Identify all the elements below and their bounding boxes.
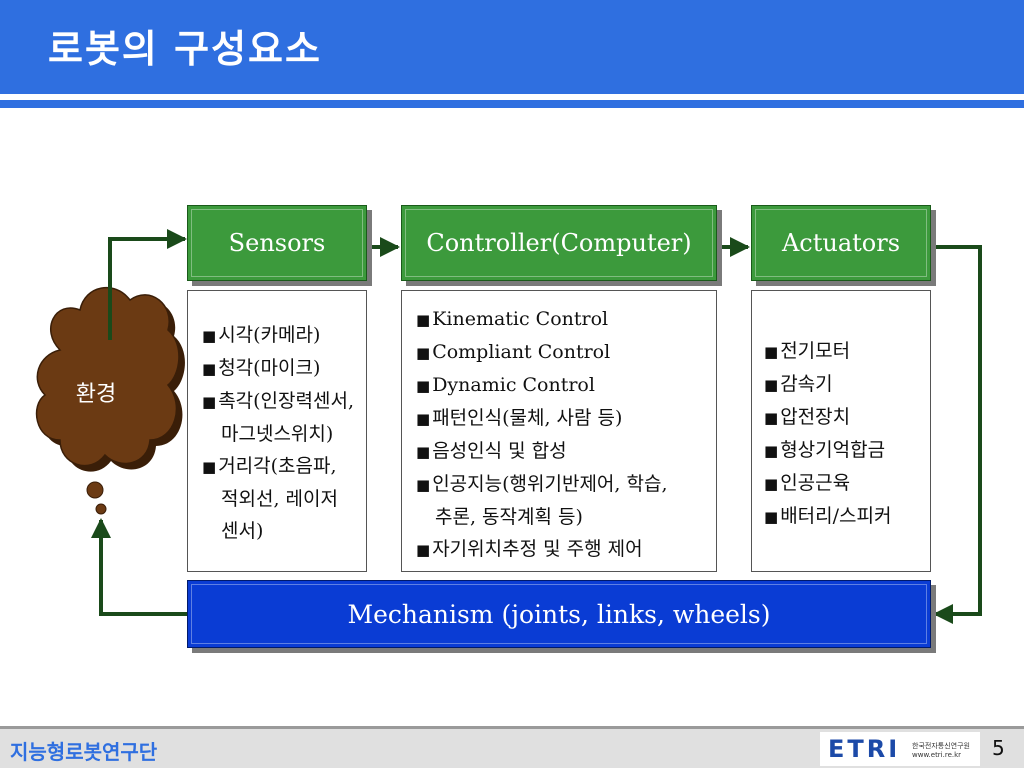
sensors-list: ■시각(카메라)■청각(마이크)■촉각(인장력센서,마그넷스위치)■거리각(초음…	[202, 319, 366, 547]
sensors-box: Sensors	[187, 205, 367, 281]
mechanism-label: Mechanism (joints, links, wheels)	[347, 599, 771, 629]
arrow-environment-to-sensors	[108, 229, 187, 340]
mechanism-box: Mechanism (joints, links, wheels)	[187, 580, 931, 648]
bullet-square-icon: ■	[764, 475, 779, 493]
list-item-text: 음성인식 및 합성	[432, 440, 567, 462]
list-item-text: 마그넷스위치)	[221, 423, 334, 445]
list-item-text: 전기모터	[780, 340, 851, 362]
header-divider-gap	[0, 94, 1024, 100]
list-item: ■자기위치추정 및 주행 제어	[416, 533, 716, 566]
list-item-text: 적외선, 레이저	[221, 488, 338, 510]
bullet-square-icon: ■	[764, 376, 779, 394]
list-item: ■감속기	[764, 368, 930, 401]
bullet-square-icon: ■	[416, 410, 431, 428]
list-item-text: 배터리/스피커	[780, 505, 892, 527]
list-item: ■촉각(인장력센서,	[202, 385, 366, 418]
bullet-square-icon: ■	[202, 458, 217, 476]
header-divider-line	[0, 100, 1024, 108]
sensors-label: Sensors	[228, 229, 326, 257]
controller-detail-box: ■Kinematic Control■Compliant Control■Dyn…	[401, 290, 717, 572]
list-item: ■인공지능(행위기반제어, 학습,	[416, 468, 716, 501]
list-item-text: 청각(마이크)	[218, 357, 321, 379]
controller-box: Controller(Computer)	[401, 205, 717, 281]
bullet-square-icon: ■	[416, 443, 431, 461]
list-item: ■배터리/스피커	[764, 500, 930, 533]
logo-subtitle: 한국전자통신연구원 www.etri.re.kr	[912, 742, 970, 760]
environment-cloud	[35, 286, 185, 515]
list-item-continuation: 센서)	[202, 515, 366, 547]
list-item-text: 패턴인식(물체, 사람 등)	[432, 407, 623, 429]
list-item: ■전기모터	[764, 335, 930, 368]
list-item-continuation: 적외선, 레이저	[202, 483, 366, 515]
etri-logo: ETRI 한국전자통신연구원 www.etri.re.kr	[820, 732, 980, 766]
list-item: ■패턴인식(물체, 사람 등)	[416, 402, 716, 435]
bullet-square-icon: ■	[416, 344, 431, 362]
list-item: ■형상기억합금	[764, 434, 930, 467]
logo-subtitle-line-1: 한국전자통신연구원	[912, 742, 970, 750]
list-item: ■거리각(초음파,	[202, 450, 366, 483]
list-item: ■음성인식 및 합성	[416, 435, 716, 468]
list-item-text: Compliant Control	[432, 341, 611, 363]
list-item-text: 거리각(초음파,	[218, 455, 337, 477]
actuators-box: Actuators	[751, 205, 931, 281]
list-item-text: Kinematic Control	[432, 308, 609, 330]
list-item-continuation: 마그넷스위치)	[202, 418, 366, 450]
list-item: ■청각(마이크)	[202, 352, 366, 385]
footer-org-name: 지능형로봇연구단	[10, 740, 158, 764]
controller-label: Controller(Computer)	[426, 229, 692, 257]
list-item-text: 자기위치추정 및 주행 제어	[432, 538, 643, 560]
list-item: ■Compliant Control	[416, 336, 716, 369]
bullet-square-icon: ■	[416, 476, 431, 494]
bullet-square-icon: ■	[764, 343, 779, 361]
list-item-text: 형상기억합금	[780, 439, 886, 461]
bullet-square-icon: ■	[202, 393, 217, 411]
list-item-continuation: 추론, 동작계획 등)	[416, 501, 716, 533]
bullet-square-icon: ■	[764, 442, 779, 460]
actuators-list: ■전기모터■감속기■압전장치■형상기억합금■인공근육■배터리/스피커	[764, 335, 930, 533]
list-item-text: 감속기	[780, 373, 833, 395]
bullet-square-icon: ■	[416, 311, 431, 329]
arrow-mechanism-to-environment	[91, 518, 187, 616]
list-item-text: 압전장치	[780, 406, 851, 428]
footer-divider	[0, 726, 1024, 729]
list-item: ■Dynamic Control	[416, 369, 716, 402]
list-item-text: 인공지능(행위기반제어, 학습,	[432, 473, 668, 495]
actuators-label: Actuators	[781, 229, 901, 257]
list-item-text: 시각(카메라)	[218, 324, 321, 346]
arrow-actuators-to-mechanism	[931, 245, 982, 624]
bullet-square-icon: ■	[202, 360, 217, 378]
list-item-text: 추론, 동작계획 등)	[435, 506, 583, 528]
list-item: ■압전장치	[764, 401, 930, 434]
controller-list: ■Kinematic Control■Compliant Control■Dyn…	[416, 303, 716, 566]
bullet-square-icon: ■	[202, 327, 217, 345]
list-item-text: Dynamic Control	[432, 374, 595, 396]
list-item-text: 인공근육	[780, 472, 851, 494]
list-item: ■Kinematic Control	[416, 303, 716, 336]
logo-subtitle-line-2: www.etri.re.kr	[912, 751, 962, 759]
list-item-text: 촉각(인장력센서,	[218, 390, 355, 412]
list-item-text: 센서)	[221, 520, 264, 542]
page-number: 5	[992, 736, 1005, 760]
actuators-detail-box: ■전기모터■감속기■압전장치■형상기억합금■인공근육■배터리/스피커	[751, 290, 931, 572]
bullet-square-icon: ■	[764, 409, 779, 427]
bullet-square-icon: ■	[416, 377, 431, 395]
header-bar	[0, 0, 1024, 94]
page-title: 로봇의 구성요소	[48, 27, 322, 71]
sensors-detail-box: ■시각(카메라)■청각(마이크)■촉각(인장력센서,마그넷스위치)■거리각(초음…	[187, 290, 367, 572]
list-item: ■인공근육	[764, 467, 930, 500]
environment-label: 환경	[75, 382, 117, 407]
bullet-square-icon: ■	[764, 508, 779, 526]
logo-text: ETRI	[828, 735, 901, 763]
bullet-square-icon: ■	[416, 541, 431, 559]
list-item: ■시각(카메라)	[202, 319, 366, 352]
